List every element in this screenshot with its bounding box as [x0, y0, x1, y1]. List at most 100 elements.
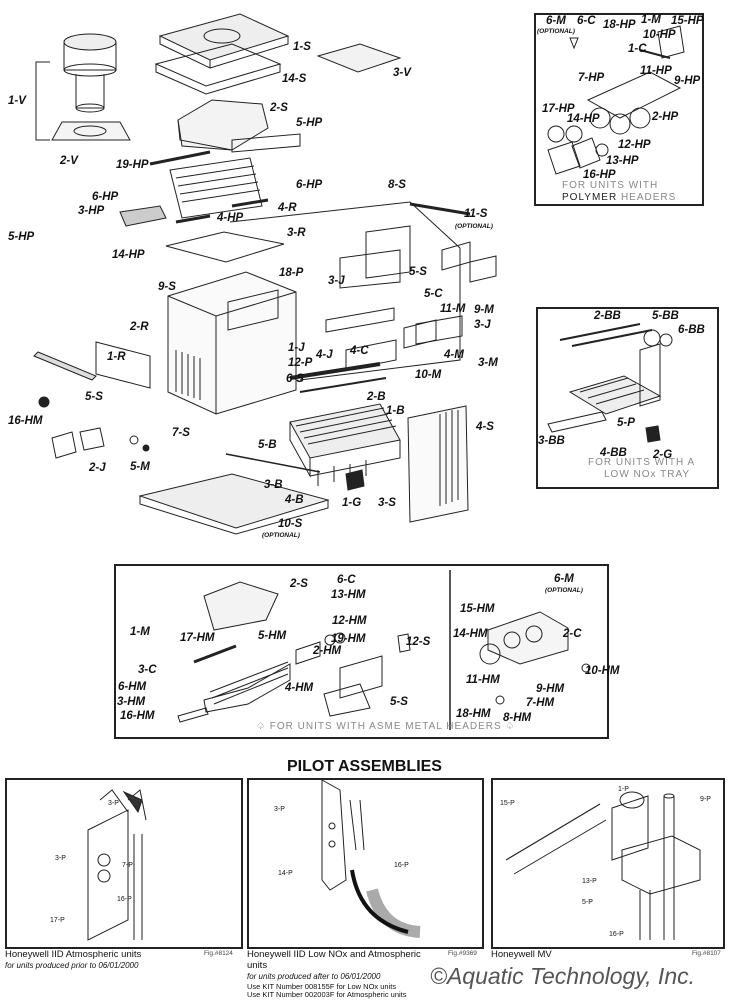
- part-label: 1-B: [386, 405, 405, 417]
- part-label: 5-M: [130, 461, 150, 473]
- part-label: 19-HP: [116, 159, 149, 171]
- part-label: 3-B: [264, 479, 283, 491]
- part-label: 5-B: [258, 439, 277, 451]
- part-label: 1-M: [641, 14, 661, 26]
- part-label: 9-S: [158, 281, 176, 293]
- part-label: 18-HP: [603, 19, 636, 31]
- part-label: 16-P: [117, 896, 132, 903]
- polymer-note-rest: HEADERS: [620, 192, 677, 203]
- part-label: 5-HP: [8, 231, 35, 243]
- optional-note: (OPTIONAL): [537, 28, 575, 35]
- polymer-note-bold: POLYMER: [562, 192, 618, 203]
- part-label: 9-M: [474, 304, 494, 316]
- part-label: 5-HP: [296, 117, 323, 129]
- part-label: 6-M: [546, 15, 566, 27]
- part-label: 15-HM: [460, 603, 495, 615]
- part-label: 14-HP: [112, 249, 145, 261]
- optional-note: (OPTIONAL): [455, 223, 493, 230]
- part-label: 5-BB: [652, 310, 679, 322]
- part-label: 3-P: [55, 855, 66, 862]
- pilot-assemblies-title: PILOT ASSEMBLIES: [287, 758, 442, 775]
- part-label: 8-S: [388, 179, 406, 191]
- part-label: 12-S: [406, 636, 431, 648]
- part-label: 6-S: [286, 373, 304, 385]
- part-label: 14-P: [278, 870, 293, 877]
- asme-headers-inset: [114, 564, 609, 739]
- kit-note-1: Use KIT Number 008155F for Low NOx units: [247, 981, 397, 991]
- part-label: 6-HP: [296, 179, 323, 191]
- part-label: 2-BB: [594, 310, 621, 322]
- part-label: 7-HM: [526, 697, 555, 709]
- part-label: 10-HM: [585, 665, 620, 677]
- part-label: 3-J: [328, 275, 345, 287]
- part-label: 6-C: [577, 15, 596, 27]
- caption-title: Honeywell IID Low NOx and Atmospheric un…: [247, 949, 421, 971]
- part-label: 2-R: [130, 321, 149, 333]
- part-label: 4-C: [350, 345, 369, 357]
- part-label: 3-R: [287, 227, 306, 239]
- part-label: 5-P: [617, 417, 635, 429]
- part-label: 5-C: [424, 288, 443, 300]
- fig-number-2: Fig.#9369: [448, 950, 477, 957]
- part-label: 3-P: [274, 806, 285, 813]
- caption-subtitle: for units produced after to 06/01/2000: [247, 971, 381, 981]
- part-label: 5-S: [85, 391, 103, 403]
- part-label: 7-P: [122, 862, 133, 869]
- part-label: 3-HP: [78, 205, 105, 217]
- part-label: 6-HM: [118, 681, 147, 693]
- part-label: 3-M: [478, 357, 498, 369]
- part-label: 19-HM: [331, 633, 366, 645]
- low-nox-note-line1: FOR UNITS WITH A: [588, 457, 696, 468]
- part-label: 6-M: [554, 573, 574, 585]
- part-label: 3-HM: [117, 696, 146, 708]
- part-label: 18-P: [279, 267, 304, 279]
- part-label: 3-J: [474, 319, 491, 331]
- part-label: 4-R: [278, 202, 297, 214]
- part-label: 1-R: [107, 351, 126, 363]
- part-label: 9-P: [700, 796, 711, 803]
- part-label: 4-BB: [600, 447, 627, 459]
- part-label: 17-HP: [542, 103, 575, 115]
- part-label: 2-HM: [313, 645, 342, 657]
- part-label: 11-HP: [640, 65, 672, 77]
- part-label: 6-C: [337, 574, 356, 586]
- copyright-watermark: ©Aquatic Technology, Inc.: [430, 963, 695, 989]
- fig-number-3: Fig.#8107: [692, 950, 721, 957]
- polymer-headers-inset: [534, 13, 704, 206]
- part-label: 1-J: [288, 342, 305, 354]
- polymer-note-line2: POLYMER HEADERS: [562, 193, 676, 203]
- part-label: 5-S: [409, 266, 427, 278]
- part-label: 16-HP: [583, 169, 616, 181]
- part-label: 12-HM: [332, 615, 367, 627]
- part-label: 4-S: [476, 421, 494, 433]
- part-label: 1-S: [293, 41, 311, 53]
- part-label: 3-V: [393, 67, 411, 79]
- part-label: 4-HM: [285, 682, 314, 694]
- part-label: 2-V: [60, 155, 78, 167]
- optional-note: (OPTIONAL): [545, 587, 583, 594]
- part-label: 11-HM: [466, 674, 500, 686]
- part-label: 4-M: [444, 349, 464, 361]
- part-label: 8-HM: [503, 712, 532, 724]
- part-label: 3-S: [378, 497, 396, 509]
- part-label: 16-P: [609, 931, 624, 938]
- part-label: 17-HM: [180, 632, 215, 644]
- part-label: 1-C: [628, 43, 647, 55]
- part-label: 11-S: [464, 208, 488, 220]
- part-label: 6-HP: [92, 191, 119, 203]
- part-label: 13-P: [582, 878, 597, 885]
- part-label: 2-S: [270, 102, 288, 114]
- part-label: 14-HP: [567, 113, 600, 125]
- part-label: 1-M: [130, 626, 150, 638]
- part-label: 16-HM: [8, 415, 43, 427]
- part-label: 1-V: [8, 95, 26, 107]
- part-label: 1-P: [618, 786, 629, 793]
- part-label: 10-M: [415, 369, 442, 381]
- part-label: 4-HP: [217, 212, 244, 224]
- low-nox-note-line2: LOW NOx TRAY: [604, 469, 691, 480]
- part-label: 14-S: [282, 73, 307, 85]
- part-label: 2-B: [367, 391, 386, 403]
- part-label: 3-C: [138, 664, 157, 676]
